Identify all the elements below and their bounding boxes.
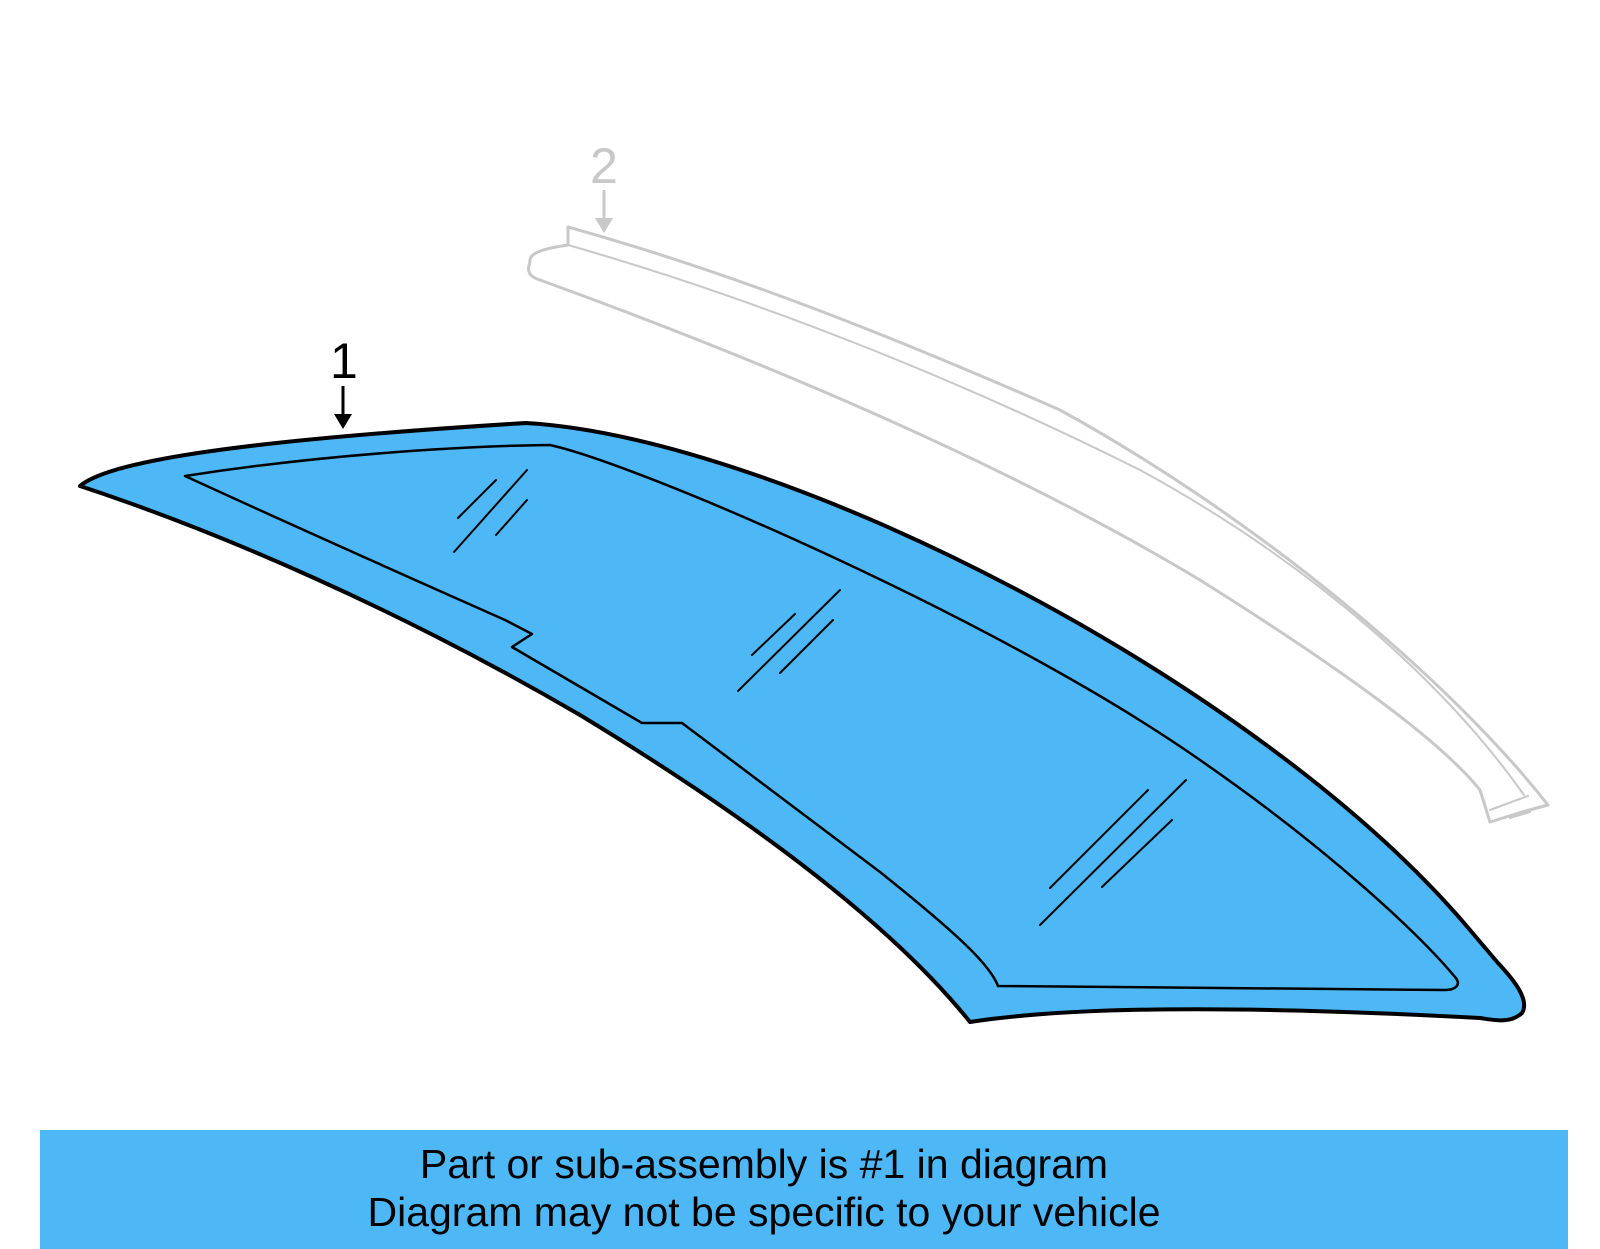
callout-2-arrowhead [595,218,613,233]
back-glass-outer [78,421,1527,1024]
banner-line-1: Part or sub-assembly is #1 in diagram [419,1141,1109,1187]
callout-1-label: 1 [330,333,358,389]
molding-end-detail [1489,795,1531,819]
callout-2: 2 [590,138,618,233]
molding-outline [526,225,1550,824]
molding-inner-line [567,244,1525,796]
callout-1: 1 [330,333,358,429]
part-1-back-glass [78,421,1527,1024]
banner-line-2: Diagram may not be specific to your vehi… [367,1189,1161,1235]
glass-glare-marks [453,469,1187,926]
disclaimer-banner: Part or sub-assembly is #1 in diagram Di… [40,1130,1568,1249]
callout-1-arrowhead [334,414,352,429]
back-glass-inner-border [183,443,1460,992]
part-2-molding [526,225,1550,824]
callout-2-label: 2 [590,138,618,194]
